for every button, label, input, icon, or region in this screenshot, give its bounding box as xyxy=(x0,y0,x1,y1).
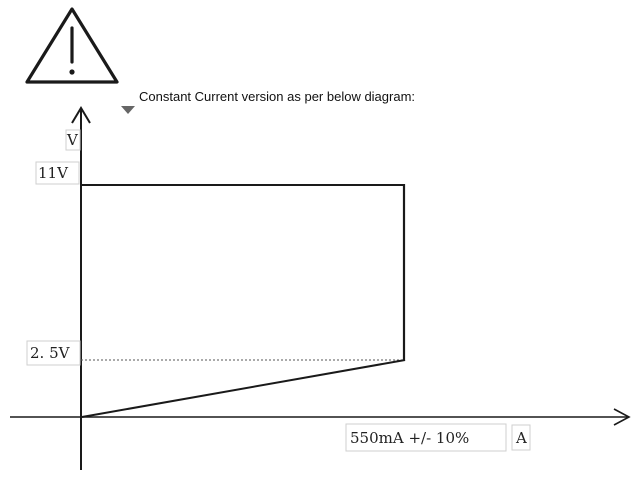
current-label: 550mA +/- 10% xyxy=(345,423,507,452)
svg-text:A: A xyxy=(515,429,527,447)
x-axis xyxy=(10,408,631,426)
y-axis-unit-label: V xyxy=(65,129,81,151)
svg-text:550mA +/- 10%: 550mA +/- 10% xyxy=(350,429,469,447)
triangle-down-icon xyxy=(121,106,135,114)
warning-triangle-icon xyxy=(25,7,119,84)
upper-voltage-label: 11V xyxy=(35,161,80,185)
svg-text:V: V xyxy=(66,131,79,149)
svg-text:2. 5V: 2. 5V xyxy=(30,344,71,362)
x-axis-unit-label: A xyxy=(511,424,531,451)
lower-voltage-label: 2. 5V xyxy=(26,340,81,366)
note-text: Constant Current version as per below di… xyxy=(139,89,415,104)
y-axis xyxy=(71,106,91,470)
rising-slope-line xyxy=(81,359,406,418)
svg-text:11V: 11V xyxy=(38,164,69,182)
